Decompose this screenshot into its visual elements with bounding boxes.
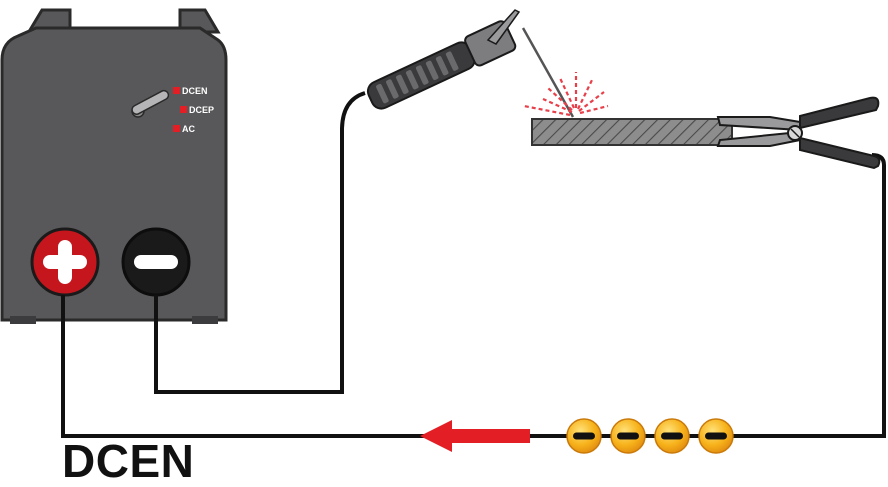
indicator-light-dcep [180, 106, 187, 113]
electron-minus-icon [705, 432, 727, 440]
current-direction-arrow [420, 420, 530, 452]
mode-indicator-ac: AC [173, 124, 195, 134]
mode-indicator-dcen: DCEN [173, 86, 208, 96]
machine-foot-left [10, 316, 36, 324]
electrode-holder [366, 9, 575, 118]
electron-minus-icon [661, 432, 683, 440]
mode-label-ac: AC [182, 124, 195, 134]
holder-lever [486, 9, 521, 45]
electron-minus-icon [573, 432, 595, 440]
machine-foot-right [192, 316, 218, 324]
clamp-lower-handle [799, 136, 881, 170]
negative-terminal[interactable] [121, 227, 191, 297]
electron-minus-icon [617, 432, 639, 440]
workpiece [531, 118, 733, 146]
mode-indicator-dcep: DCEP [180, 105, 214, 115]
mode-caption: DCEN [62, 435, 195, 487]
electron-flow [566, 418, 734, 454]
arc-spark [523, 72, 609, 117]
electron-2 [610, 418, 646, 454]
welding-machine: DCEN DCEP AC [0, 8, 228, 324]
ground-clamp [716, 96, 881, 170]
electron-1 [566, 418, 602, 454]
positive-terminal[interactable] [30, 227, 100, 297]
electron-3 [654, 418, 690, 454]
electrode-cable [154, 91, 366, 394]
indicator-light-dcen [173, 87, 180, 94]
electron-4 [698, 418, 734, 454]
minus-icon [134, 255, 178, 269]
mode-selector-switch[interactable] [130, 89, 170, 118]
plus-icon-vertical [58, 240, 72, 284]
clamp-upper-handle [799, 96, 880, 130]
mode-label-dcep: DCEP [189, 105, 214, 115]
mode-label-dcen: DCEN [182, 86, 208, 96]
work-cable [61, 153, 886, 438]
indicator-light-ac [173, 125, 180, 132]
